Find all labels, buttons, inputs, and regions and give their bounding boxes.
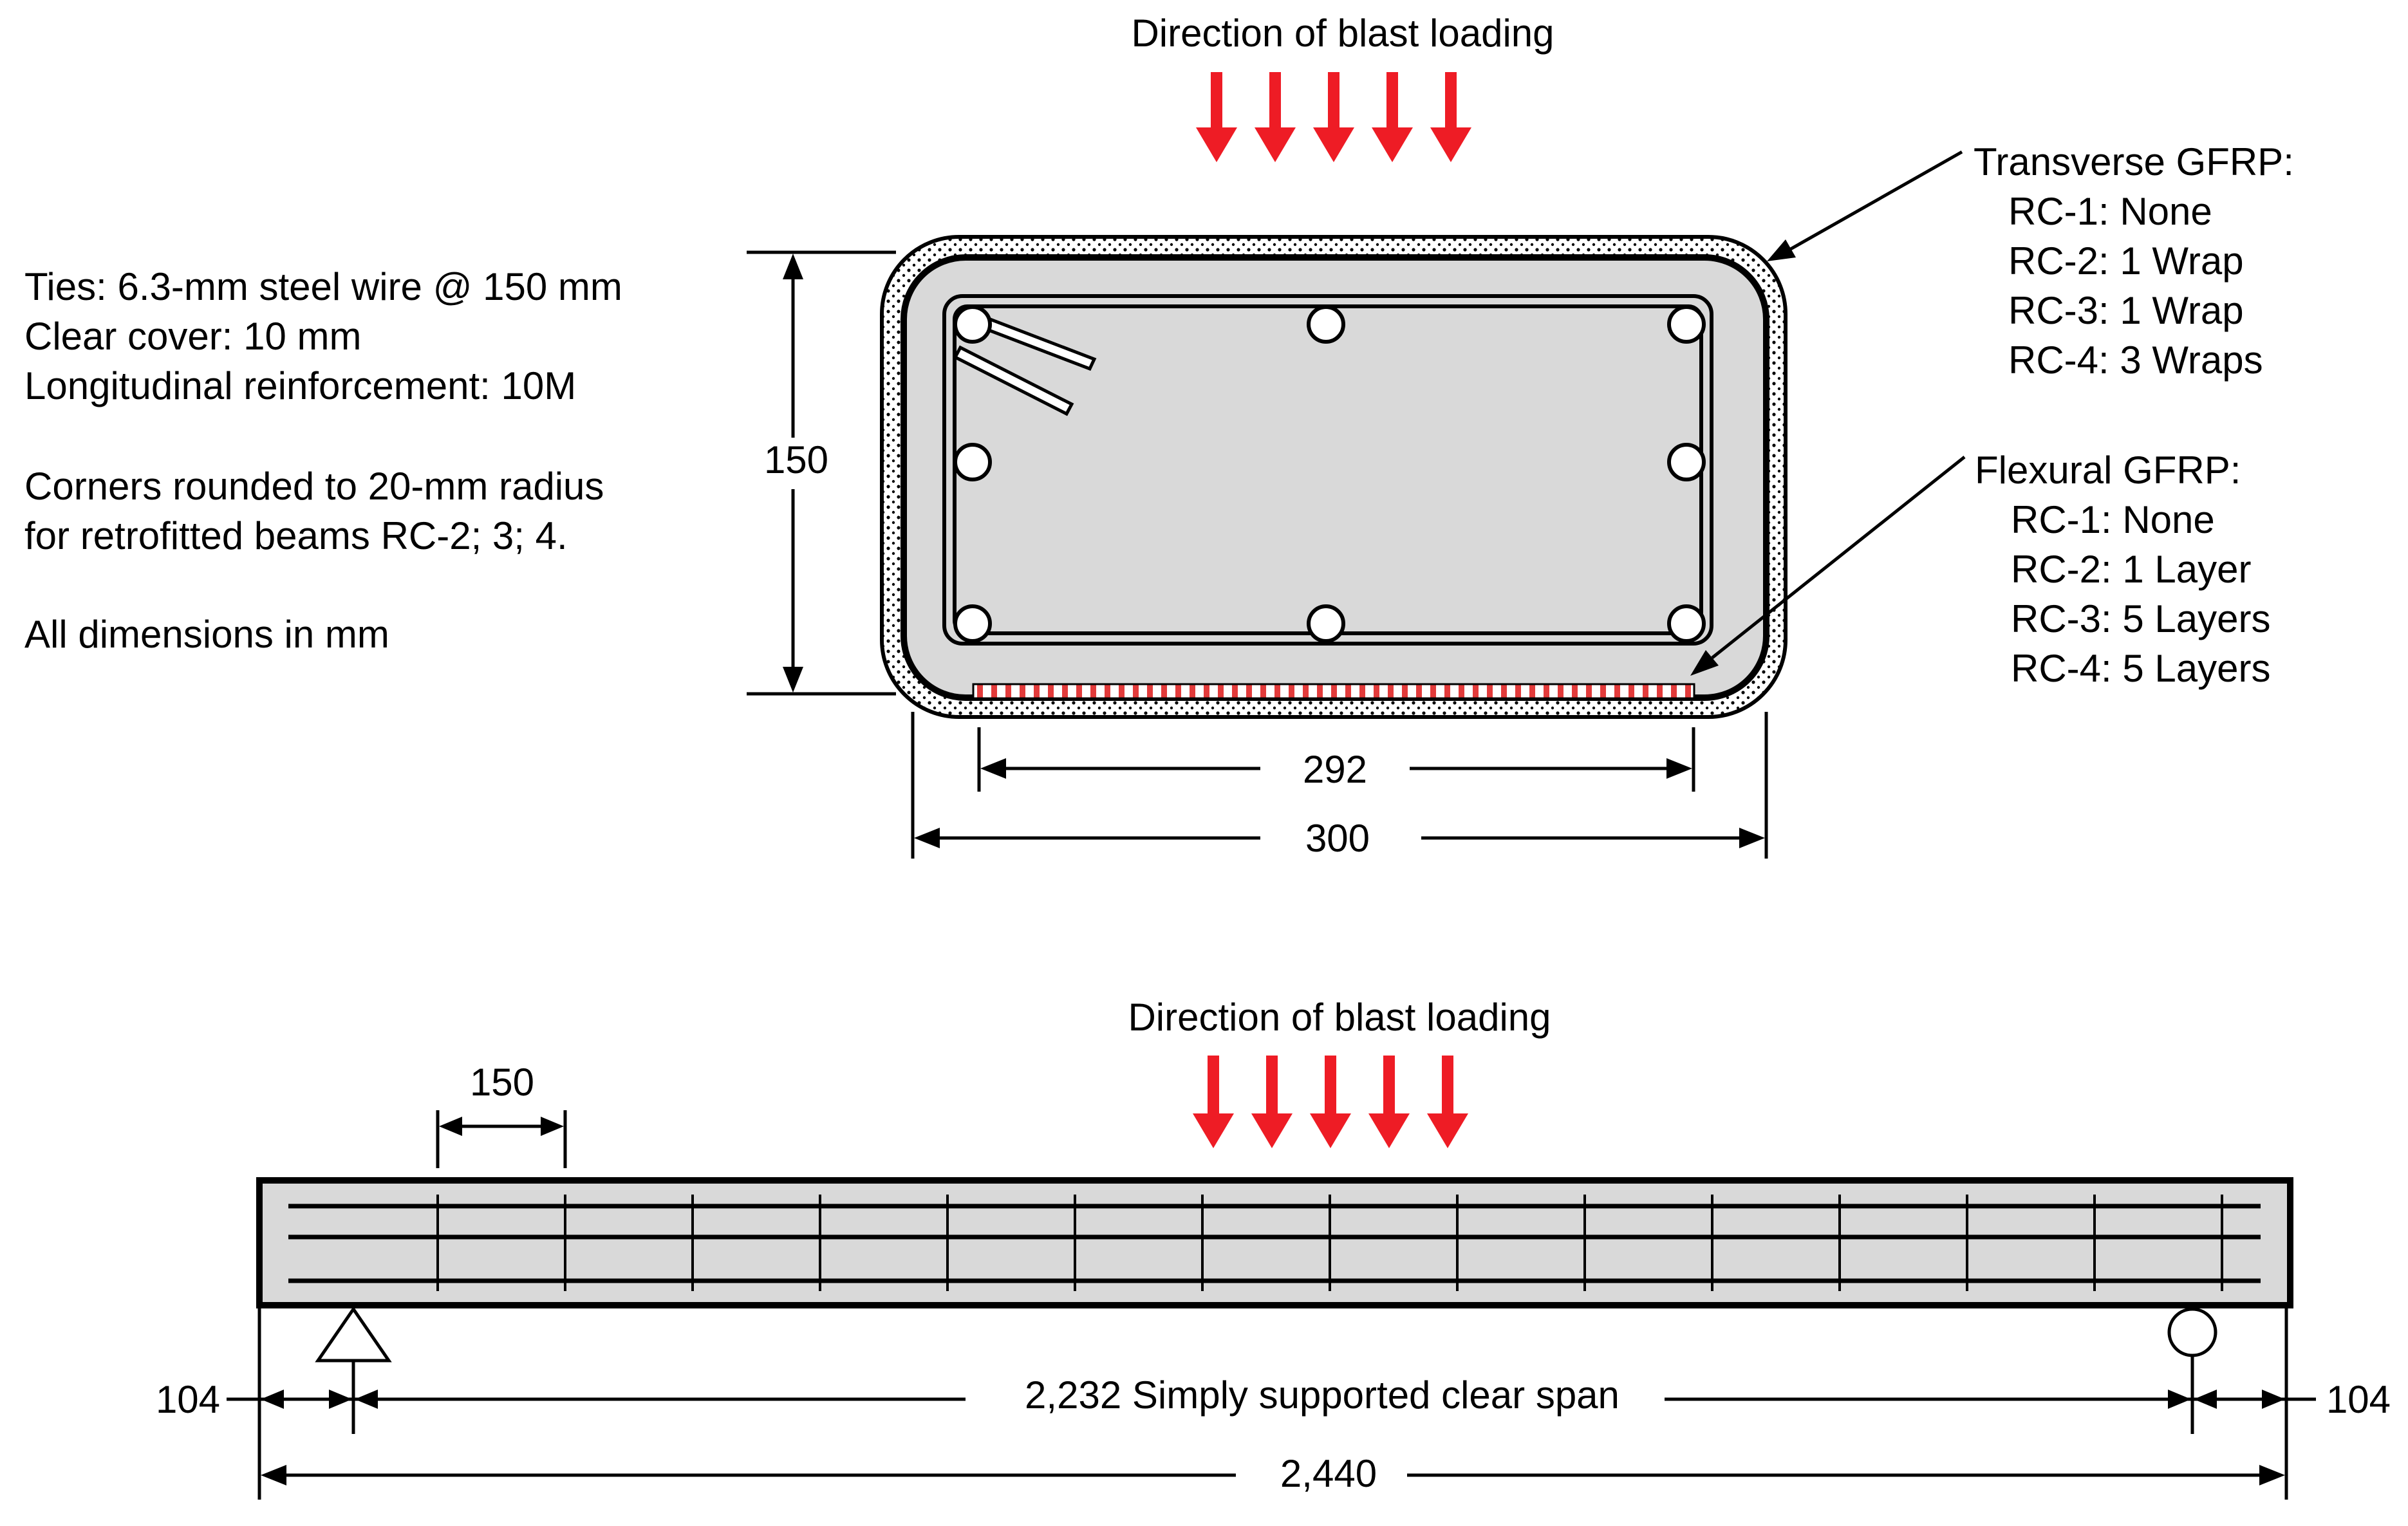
blast-arrow [1193, 1056, 1234, 1148]
blast-arrow [1310, 1056, 1351, 1148]
flexural-gfrp-title: Flexural GFRP: [1975, 449, 2241, 492]
elevation-load-label: Direction of blast loading [1128, 996, 1551, 1039]
elevation-extension-lines [257, 1307, 2288, 1500]
cross-section: Direction of blast loading [24, 12, 2294, 860]
transverse-gfrp-item: RC-4: 3 Wraps [2008, 339, 2263, 382]
blast-arrow [1372, 72, 1413, 162]
pin-support-triangle [315, 1306, 392, 1363]
transverse-gfrp-title: Transverse GFRP: [1974, 140, 2294, 183]
flexural-gfrp-list: Flexural GFRP: RC-1: None RC-2: 1 Layer … [1975, 449, 2270, 690]
width-dim-label: 300 [1305, 817, 1370, 860]
transverse-gfrp-list: Transverse GFRP: RC-1: None RC-2: 1 Wrap… [1974, 140, 2294, 382]
blast-arrow [1255, 72, 1296, 162]
beam-elevation: Direction of blast loading [156, 996, 2391, 1500]
roller-support-circle [2167, 1307, 2217, 1357]
clear-span-label: 2,232 Simply supported clear span [1025, 1373, 1619, 1417]
tie-hook [953, 310, 1097, 416]
blast-arrow [1427, 1056, 1468, 1148]
flexural-gfrp-item: RC-4: 5 Layers [2011, 647, 2270, 690]
flexural-gfrp-item: RC-2: 1 Layer [2011, 548, 2251, 591]
note-units: All dimensions in mm [24, 613, 389, 656]
rebar [953, 305, 992, 344]
rebar [953, 604, 992, 643]
blast-arrow [1196, 72, 1237, 162]
transverse-gfrp-leader [1767, 150, 1963, 261]
flexural-gfrp-leader [1690, 456, 1966, 676]
beam-stirrups [436, 1195, 2223, 1291]
right-overhang-label: 104 [2326, 1378, 2391, 1421]
total-length-label: 2,440 [1280, 1452, 1377, 1495]
transverse-gfrp-item: RC-3: 1 Wrap [2008, 289, 2244, 332]
blast-arrow [1430, 72, 1471, 162]
rebar [1667, 604, 1706, 643]
blast-arrows-elevation [1193, 1056, 1468, 1148]
longitudinal-bars [953, 305, 1706, 643]
note-ties: Ties: 6.3-mm steel wire @ 150 mm [24, 265, 622, 308]
note-reinforcement: Longitudinal reinforcement: 10M [24, 364, 576, 407]
blast-arrow [1368, 1056, 1410, 1148]
rebar [1667, 443, 1706, 481]
transverse-gfrp-item: RC-2: 1 Wrap [2008, 239, 2244, 283]
flexural-gfrp-item: RC-3: 5 Layers [2011, 597, 2270, 640]
note-corners-1: Corners rounded to 20-mm radius [24, 465, 604, 508]
total-length-dimension [261, 1465, 2285, 1485]
height-dim-label: 150 [764, 438, 828, 481]
stirrup-spacing-label: 150 [470, 1061, 534, 1104]
rebar [1307, 305, 1345, 344]
span-dimension [227, 1390, 2316, 1409]
blast-arrows-section [1196, 72, 1471, 162]
frp-width-dimension [977, 727, 1695, 792]
frp-width-dim-label: 292 [1303, 748, 1367, 791]
stirrup-spacing-dimension [436, 1110, 567, 1168]
cross-section-load-label: Direction of blast loading [1131, 12, 1554, 55]
flexural-gfrp-strip [972, 683, 1695, 700]
rebar [1667, 305, 1706, 344]
beam-body [256, 1177, 2293, 1308]
flexural-gfrp-item: RC-1: None [2011, 498, 2215, 541]
beam-longitudinal-bars [288, 1204, 2261, 1283]
rebar [953, 443, 992, 481]
blast-arrow [1313, 72, 1354, 162]
note-cover: Clear cover: 10 mm [24, 315, 361, 358]
section-notes: Ties: 6.3-mm steel wire @ 150 mm Clear c… [24, 265, 622, 656]
steel-tie-outer [942, 294, 1713, 646]
note-corners-2: for retrofitted beams RC-2; 3; 4. [24, 514, 568, 557]
left-overhang-label: 104 [156, 1378, 220, 1421]
rebar [1307, 604, 1345, 643]
height-dimension [747, 250, 896, 696]
transverse-gfrp-item: RC-1: None [2008, 190, 2212, 233]
width-dimension [911, 712, 1768, 859]
blast-arrow [1251, 1056, 1293, 1148]
